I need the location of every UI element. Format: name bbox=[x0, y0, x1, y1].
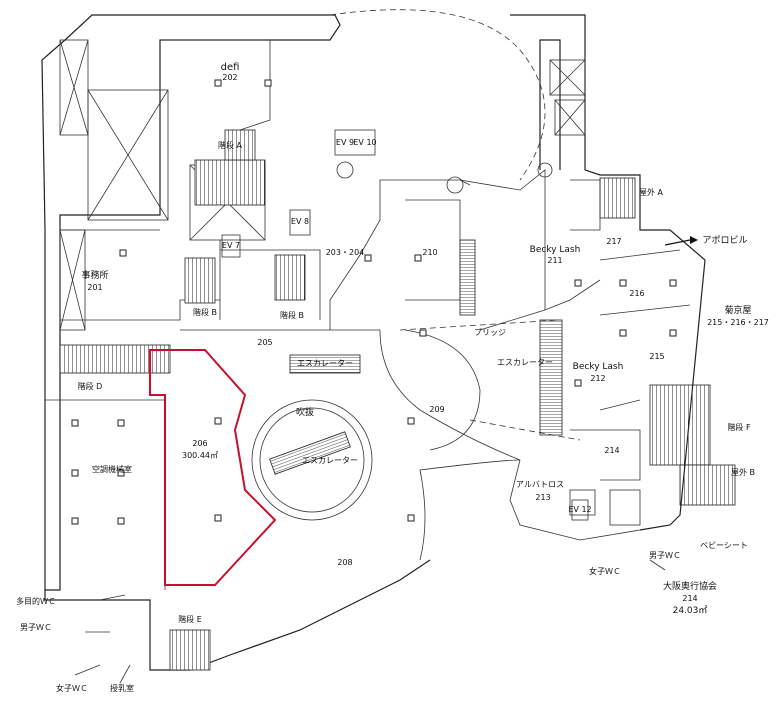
leader-line bbox=[99, 594, 126, 601]
round-column bbox=[537, 162, 553, 178]
outdoor-b-label: 屋外 B bbox=[731, 467, 755, 477]
ev-10-label: EV 10 bbox=[353, 138, 376, 147]
room-216: 216 bbox=[629, 289, 644, 298]
atrium-label: 吹抜 bbox=[296, 406, 314, 418]
room-217: 217 bbox=[606, 237, 621, 246]
room-201-number: 201 bbox=[87, 283, 102, 292]
room-201-name: 事務所 bbox=[81, 269, 108, 281]
male-wc-right: 男子ＷＣ bbox=[649, 551, 681, 560]
room-213-name: アルバトロス bbox=[516, 480, 564, 489]
labels: defi 202 事務所 201 203・204 210 205 206 300… bbox=[16, 62, 769, 693]
arrow-to-apollo bbox=[664, 236, 698, 246]
room-202-number: 202 bbox=[222, 73, 237, 82]
left-building bbox=[41, 14, 431, 671]
room-211-number: 211 bbox=[547, 256, 562, 265]
escalator-label-1: エスカレーター bbox=[297, 359, 353, 368]
room-206-highlight[interactable] bbox=[149, 349, 277, 586]
female-wc-right: 女子ＷＣ bbox=[589, 566, 621, 576]
multi-purpose-wc: 多目的ＷＣ bbox=[16, 596, 56, 606]
stairs-b-label-right: 階段 B bbox=[280, 310, 304, 320]
room-209: 209 bbox=[429, 405, 444, 414]
escalator-label-2: エスカレーター bbox=[302, 456, 358, 465]
association-area: 24.03㎡ bbox=[673, 605, 708, 616]
room-208: 208 bbox=[337, 558, 352, 567]
room-203-204: 203・204 bbox=[326, 248, 365, 257]
room-214: 214 bbox=[604, 446, 619, 455]
stairs-b-label-left: 階段 B bbox=[193, 307, 217, 317]
room-205: 205 bbox=[257, 338, 272, 347]
elevator-boxes bbox=[221, 129, 589, 521]
room-215: 215 bbox=[649, 352, 664, 361]
female-wc-left: 女子ＷＣ bbox=[56, 683, 88, 693]
stairs-f-label: 階段 F bbox=[727, 422, 751, 432]
leader-line bbox=[119, 664, 131, 684]
stair-blocks bbox=[59, 129, 736, 671]
structural-x-boxes bbox=[59, 39, 266, 331]
stairs-e-label: 階段 E bbox=[178, 614, 202, 624]
room-212-number: 212 bbox=[590, 374, 605, 383]
stairs-a-label: 階段 A bbox=[218, 140, 243, 150]
kikuya-number: 215・216・217 bbox=[707, 318, 769, 327]
nursing-room: 授乳室 bbox=[110, 683, 134, 693]
room-202-name: defi bbox=[221, 62, 240, 73]
escalator-label-3: エスカレーター bbox=[497, 358, 553, 367]
room-206-number: 206 bbox=[192, 439, 207, 448]
stairs-d-label: 階段 D bbox=[78, 381, 103, 391]
room-212-name: Becky Lash bbox=[573, 362, 624, 372]
kikuya-name: 菊京屋 bbox=[724, 304, 751, 316]
central-area bbox=[251, 169, 601, 561]
room-206-area: 300.44㎡ bbox=[182, 451, 218, 460]
ev-9-label: EV 9 bbox=[336, 138, 354, 147]
outdoor-a-label: 屋外 A bbox=[639, 187, 664, 197]
ev-8-label: EV 8 bbox=[291, 217, 309, 226]
male-wc-left: 男子ＷＣ bbox=[20, 623, 52, 632]
roof-outline bbox=[329, 9, 546, 181]
leader-line bbox=[649, 559, 666, 571]
association-name: 大阪奥行協会 bbox=[663, 580, 717, 592]
ev-7-label: EV 7 bbox=[222, 241, 240, 250]
machine-room: 空調機械室 bbox=[92, 464, 132, 474]
baby-seat: ベビーシート bbox=[700, 541, 748, 550]
association-number: 214 bbox=[682, 594, 697, 603]
bridge-label: ブリッジ bbox=[474, 327, 506, 337]
room-211-name: Becky Lash bbox=[530, 245, 581, 255]
right-building bbox=[399, 14, 706, 541]
round-column bbox=[446, 176, 464, 194]
ev-12-label: EV 12 bbox=[568, 505, 591, 514]
to-apollo-label: アポロビル bbox=[702, 235, 747, 246]
room-210: 210 bbox=[422, 248, 437, 257]
room-213-number: 213 bbox=[535, 493, 550, 502]
round-column bbox=[336, 161, 354, 179]
structural-columns bbox=[71, 79, 677, 525]
leader-line bbox=[74, 664, 101, 676]
